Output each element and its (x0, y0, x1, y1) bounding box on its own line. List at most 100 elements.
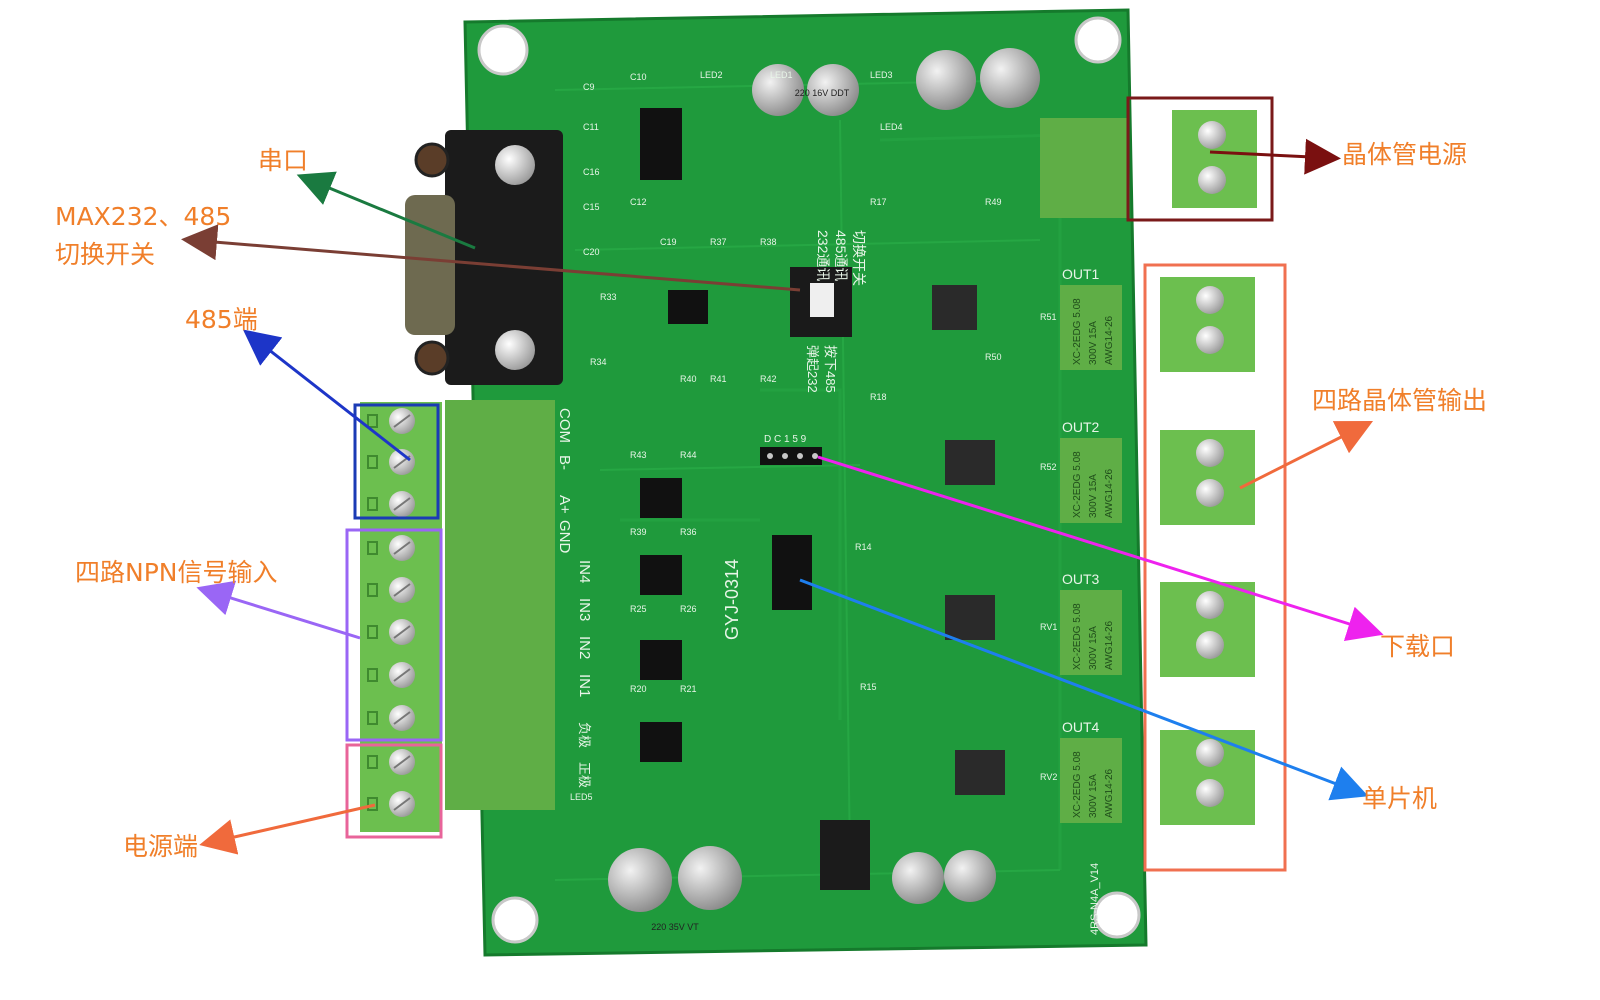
silk-ref-designator: RV1 (1040, 622, 1057, 632)
silk-header-pins: D C 1 5 9 (764, 434, 807, 445)
screw-slot (393, 414, 411, 428)
silk-pin-in3: IN3 (576, 598, 593, 621)
mcu-chip (772, 535, 812, 610)
screw-slot (393, 541, 411, 555)
silk-ref-designator: C16 (583, 167, 600, 177)
terminal-opening (367, 711, 378, 725)
output-plug-housing (1060, 438, 1122, 523)
silk-ref-designator: C15 (583, 202, 600, 212)
silk-pin-in4: IN4 (576, 560, 593, 583)
silk-switch-title: 切换开关 (851, 230, 867, 286)
silk-pin-gnd: GND (556, 520, 573, 554)
silk-ref-designator: C9 (583, 82, 595, 92)
arrow-power (199, 803, 376, 855)
silk-ref-designator: R26 (680, 604, 697, 614)
silk-ref-designator: R43 (630, 450, 647, 460)
silk-ref-designator: C19 (660, 237, 677, 247)
silk-ref-designator: R36 (680, 527, 697, 537)
silk-ref-designator: R18 (870, 392, 887, 402)
terminal-awg-marking: AWG14-26 (1104, 620, 1115, 670)
mounting-hole (1074, 16, 1122, 64)
silk-out-label: OUT1 (1062, 266, 1100, 282)
screw-slot (393, 711, 411, 725)
box-485-terminal (353, 403, 440, 520)
box-power-terminal (345, 743, 443, 839)
callout-switch-line1: MAX232、485 (55, 202, 232, 231)
terminal-opening (367, 541, 378, 555)
silk-ref-designator: R51 (1040, 312, 1057, 322)
arrow-outputs (1239, 420, 1374, 490)
terminal-screw (1196, 326, 1224, 354)
silk-out-label: OUT4 (1062, 719, 1100, 735)
screw-slot (393, 625, 411, 639)
silk-ref-designator: R39 (630, 527, 647, 537)
silk-pin-in1: IN1 (576, 674, 593, 697)
terminal-awg-marking: AWG14-26 (1104, 768, 1115, 818)
callout-transistor-power: 晶体管电源 (1342, 140, 1468, 169)
screw-slot (393, 583, 411, 597)
silk-ref-designator: R40 (680, 374, 697, 384)
silk-ref-designator: RV2 (1040, 772, 1057, 782)
silk-switch-232: 232通讯 (815, 230, 831, 281)
output-plug-housing (1060, 285, 1122, 370)
silk-ref-designator: R49 (985, 197, 1002, 207)
silk-ref-designator: C20 (583, 247, 600, 257)
cap-marking: 220 16V DDT (795, 88, 850, 98)
silk-ref-designator: R15 (860, 682, 877, 692)
terminal-screw (1196, 591, 1224, 619)
arrow-npn (196, 580, 361, 640)
silk-pin-pos: 正极 (577, 762, 592, 788)
annotation-boxes (345, 96, 1287, 872)
mounting-hole (477, 24, 529, 76)
silk-ref-designator: R17 (870, 197, 887, 207)
terminal-model-marking: XC-2EDG 5.08 (1072, 603, 1083, 670)
terminal-screw (1196, 286, 1224, 314)
output-plug-housing (1060, 738, 1122, 823)
arrow-transistor-power (1209, 138, 1341, 175)
arrow-485 (242, 329, 411, 462)
silk-ref-designator: R14 (855, 542, 872, 552)
silk-ref-designator: R37 (710, 237, 727, 247)
terminal-rating-marking: 300V 15A (1088, 626, 1099, 670)
callout-transistor-outputs: 四路晶体管输出 (1312, 386, 1488, 415)
callout-switch-line2: 切换开关 (55, 240, 156, 269)
silk-ref-designator: R50 (985, 352, 1002, 362)
silk-out-label: OUT3 (1062, 571, 1100, 587)
silk-ref-designator: R20 (630, 684, 647, 694)
mounting-hole (1093, 891, 1141, 939)
silk-ref-designator: R42 (760, 374, 777, 384)
electrolytic-capacitors: 220 16V DDT 220 35V VT (608, 48, 1040, 932)
silk-ref-designator: C12 (630, 197, 647, 207)
silk-ref-designator: R25 (630, 604, 647, 614)
left-terminal-block (360, 400, 555, 832)
terminal-rating-marking: 300V 15A (1088, 474, 1099, 518)
silk-ref-designator: LED5 (570, 792, 593, 802)
terminal-screw (1196, 739, 1224, 767)
silk-switch-hint-1: 弹起232 (805, 345, 820, 393)
silk-pin-in2: IN2 (576, 636, 593, 659)
terminal-model-marking: XC-2EDG 5.08 (1072, 451, 1083, 518)
terminal-opening (367, 497, 378, 511)
terminal-screw (1196, 779, 1224, 807)
screw-slot (393, 497, 411, 511)
terminal-opening (367, 668, 378, 682)
arrow-serial-port (296, 171, 476, 250)
callout-serial-port: 串口 (258, 146, 309, 175)
arrow-download (817, 455, 1384, 642)
silk-pin-b: B- (556, 455, 573, 470)
callout-npn-inputs: 四路NPN信号输入 (75, 558, 278, 587)
silk-pin-com: COM (556, 408, 573, 443)
box-transistor-outputs (1143, 263, 1287, 872)
cap-marking: 220 35V VT (651, 922, 699, 932)
transistor-power-terminal (1040, 110, 1257, 218)
silk-switch-hint-2: 按下485 (823, 345, 838, 393)
terminal-opening (367, 583, 378, 597)
silk-pin-neg: 负极 (577, 722, 592, 748)
silk-pin-a: A+ (556, 495, 573, 514)
terminal-screw (1196, 631, 1224, 659)
terminal-model-marking: XC-2EDG 5.08 (1072, 298, 1083, 365)
terminal-opening (367, 625, 378, 639)
screw-slot (393, 755, 411, 769)
silk-serial: 4RS-N4A_V14 (1089, 863, 1101, 935)
